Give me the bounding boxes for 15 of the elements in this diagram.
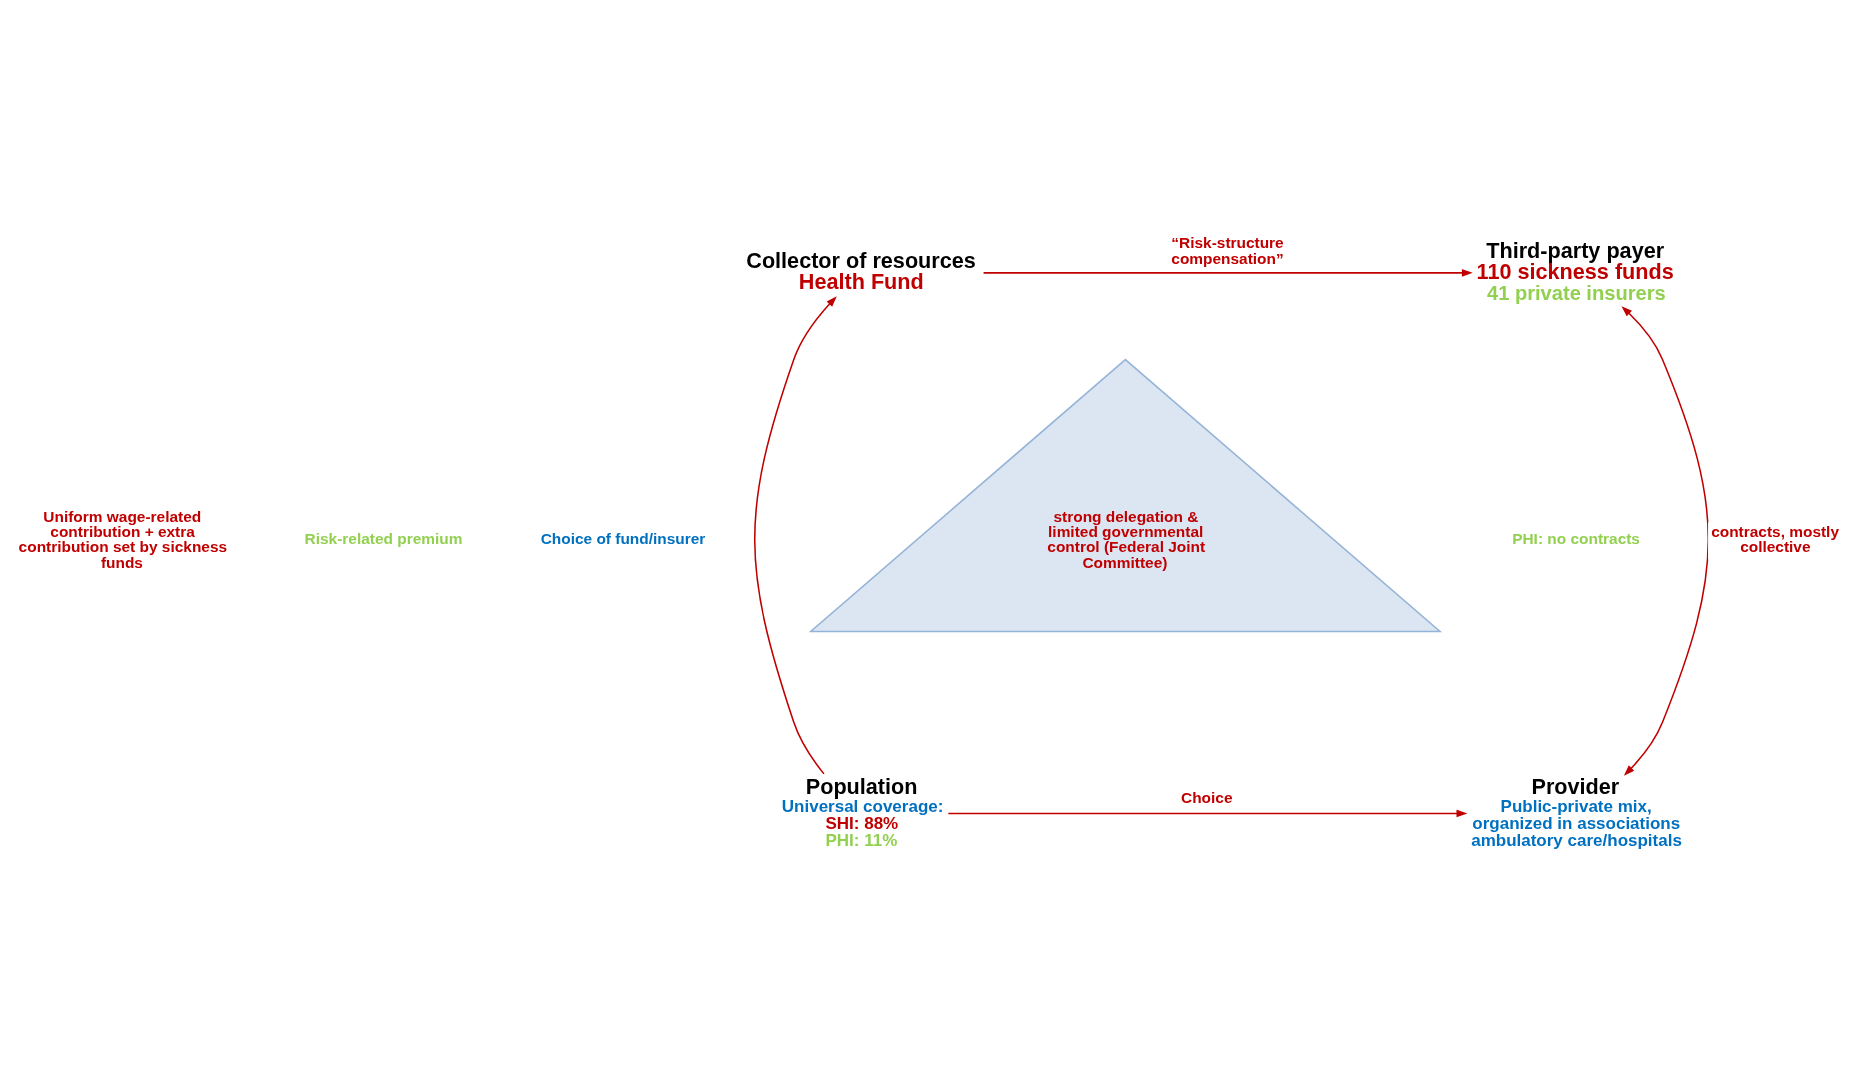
arrow bbox=[1621, 306, 1710, 776]
label: Uniform wage-related contribution + extra contribution set by sickness funds bbox=[18, 507, 228, 571]
edge-label: Choice bbox=[1180, 788, 1233, 806]
label: PHI: no contracts bbox=[1512, 529, 1640, 547]
edge-label: contracts, mostly collective bbox=[1711, 523, 1839, 556]
node-text: Provider Public-private mix, organized in associations ambulatory care/hospitals bbox=[1471, 773, 1682, 850]
node-text: Collector of resources Health Fund bbox=[746, 247, 976, 295]
node-text: Third-party payer 110 sickness funds 41 private insurers bbox=[1476, 237, 1674, 304]
arrow bbox=[753, 296, 837, 775]
edge-label: “Risk-structure compensation” bbox=[1171, 234, 1284, 267]
arrow bbox=[982, 269, 1473, 277]
arrow bbox=[947, 809, 1468, 818]
node-text: Population Universal coverage: SHI: 88% PHI: 11% bbox=[781, 773, 944, 850]
label: Risk-related premium bbox=[304, 529, 463, 547]
label: Choice of fund/insurer bbox=[540, 529, 706, 547]
